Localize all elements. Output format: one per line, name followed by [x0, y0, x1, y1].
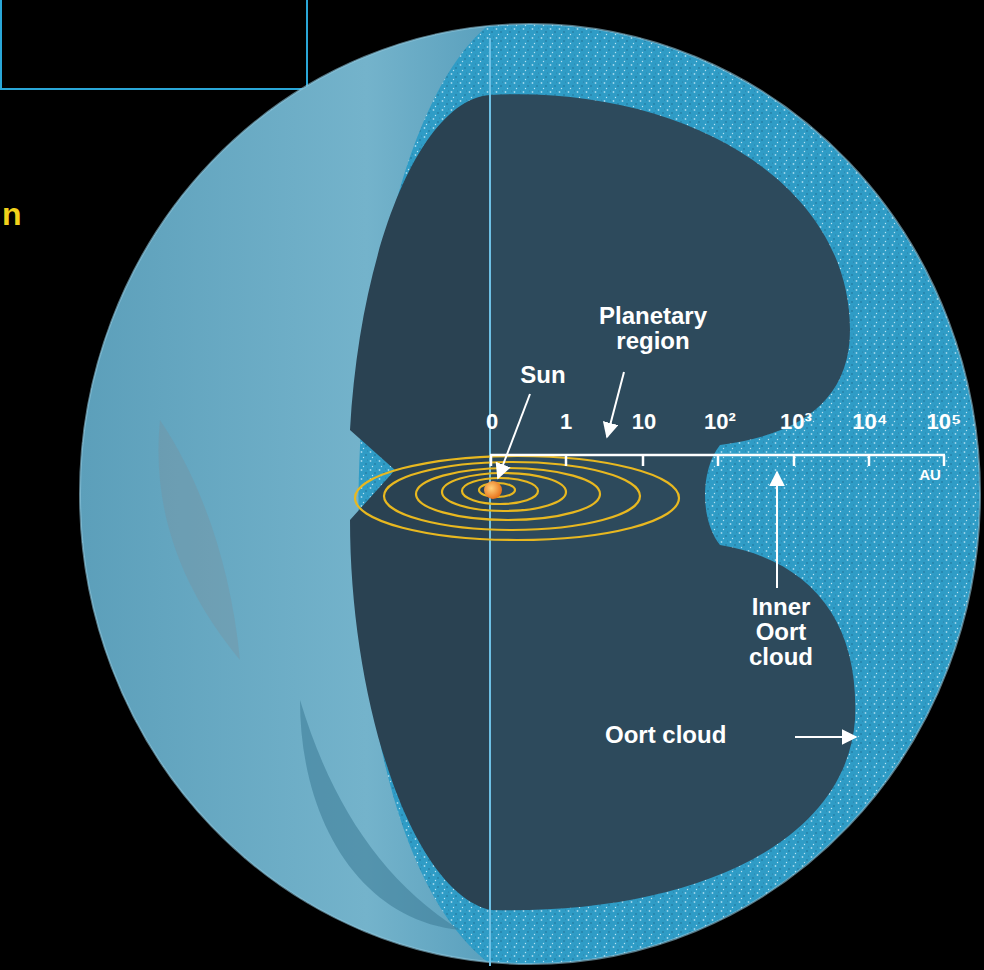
inner-oort-label: Inner Oort cloud [731, 594, 831, 670]
sun-dot [484, 481, 502, 499]
region-label: Planetary region [578, 303, 728, 353]
scale-number: 0 [486, 410, 498, 433]
scale-number: 10² [704, 410, 736, 433]
sun-label: Sun [520, 362, 565, 387]
leader-arrows [498, 372, 856, 737]
cut-off-title-letter: n [2, 198, 22, 232]
unit-label: AU [919, 467, 941, 483]
scale-number: 1 [560, 410, 572, 433]
scale-number: 10⁵ [927, 410, 962, 433]
title-box [1, 0, 307, 89]
planet-orbits [355, 456, 679, 540]
scale-number: 10 [632, 410, 656, 433]
scale-number: 10⁴ [852, 410, 887, 433]
au-scale [490, 455, 945, 466]
scale-number: 10³ [780, 410, 812, 433]
oort-cloud-label: Oort cloud [605, 722, 726, 747]
